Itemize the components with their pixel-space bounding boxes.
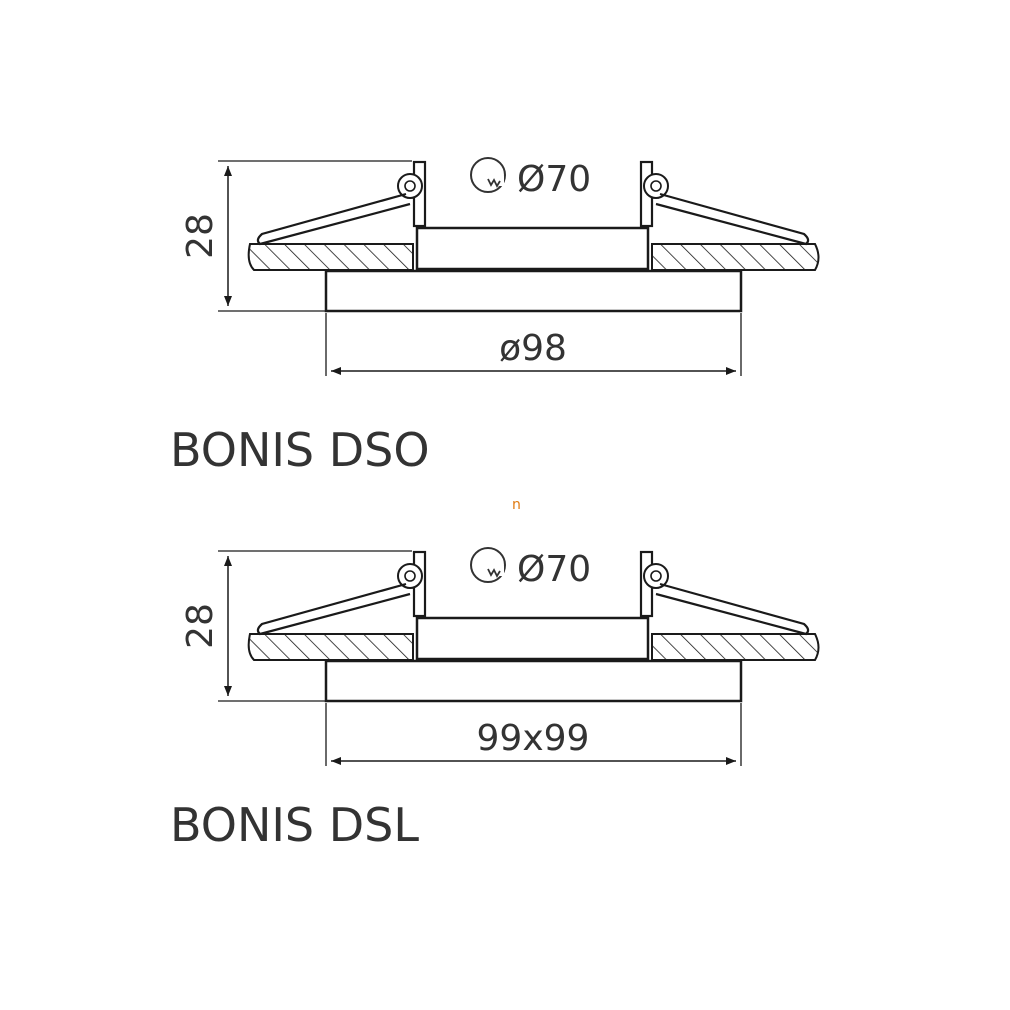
height-dimension-label: 28 <box>180 603 221 649</box>
cutout-saw-icon <box>470 157 506 193</box>
cutout-diameter-label: Ø70 <box>517 159 591 200</box>
height-dimension-label: 28 <box>180 213 221 259</box>
drawing-title: BONIS DSL <box>170 798 419 852</box>
cutout-diameter-label: Ø70 <box>517 549 591 590</box>
drawing-title: BONIS DSO <box>170 423 430 477</box>
outer-dimension-label: ø98 <box>499 328 567 369</box>
outer-dimension-label: 99x99 <box>477 718 590 759</box>
drawing-bonis-dsl: Ø70 28 99x99 BONIS DSL <box>170 547 819 852</box>
cutout-saw-icon <box>470 547 506 583</box>
watermark-mark: n <box>512 497 521 513</box>
drawing-bonis-dso: Ø70 28 ø98 BONIS DSO <box>170 157 819 477</box>
